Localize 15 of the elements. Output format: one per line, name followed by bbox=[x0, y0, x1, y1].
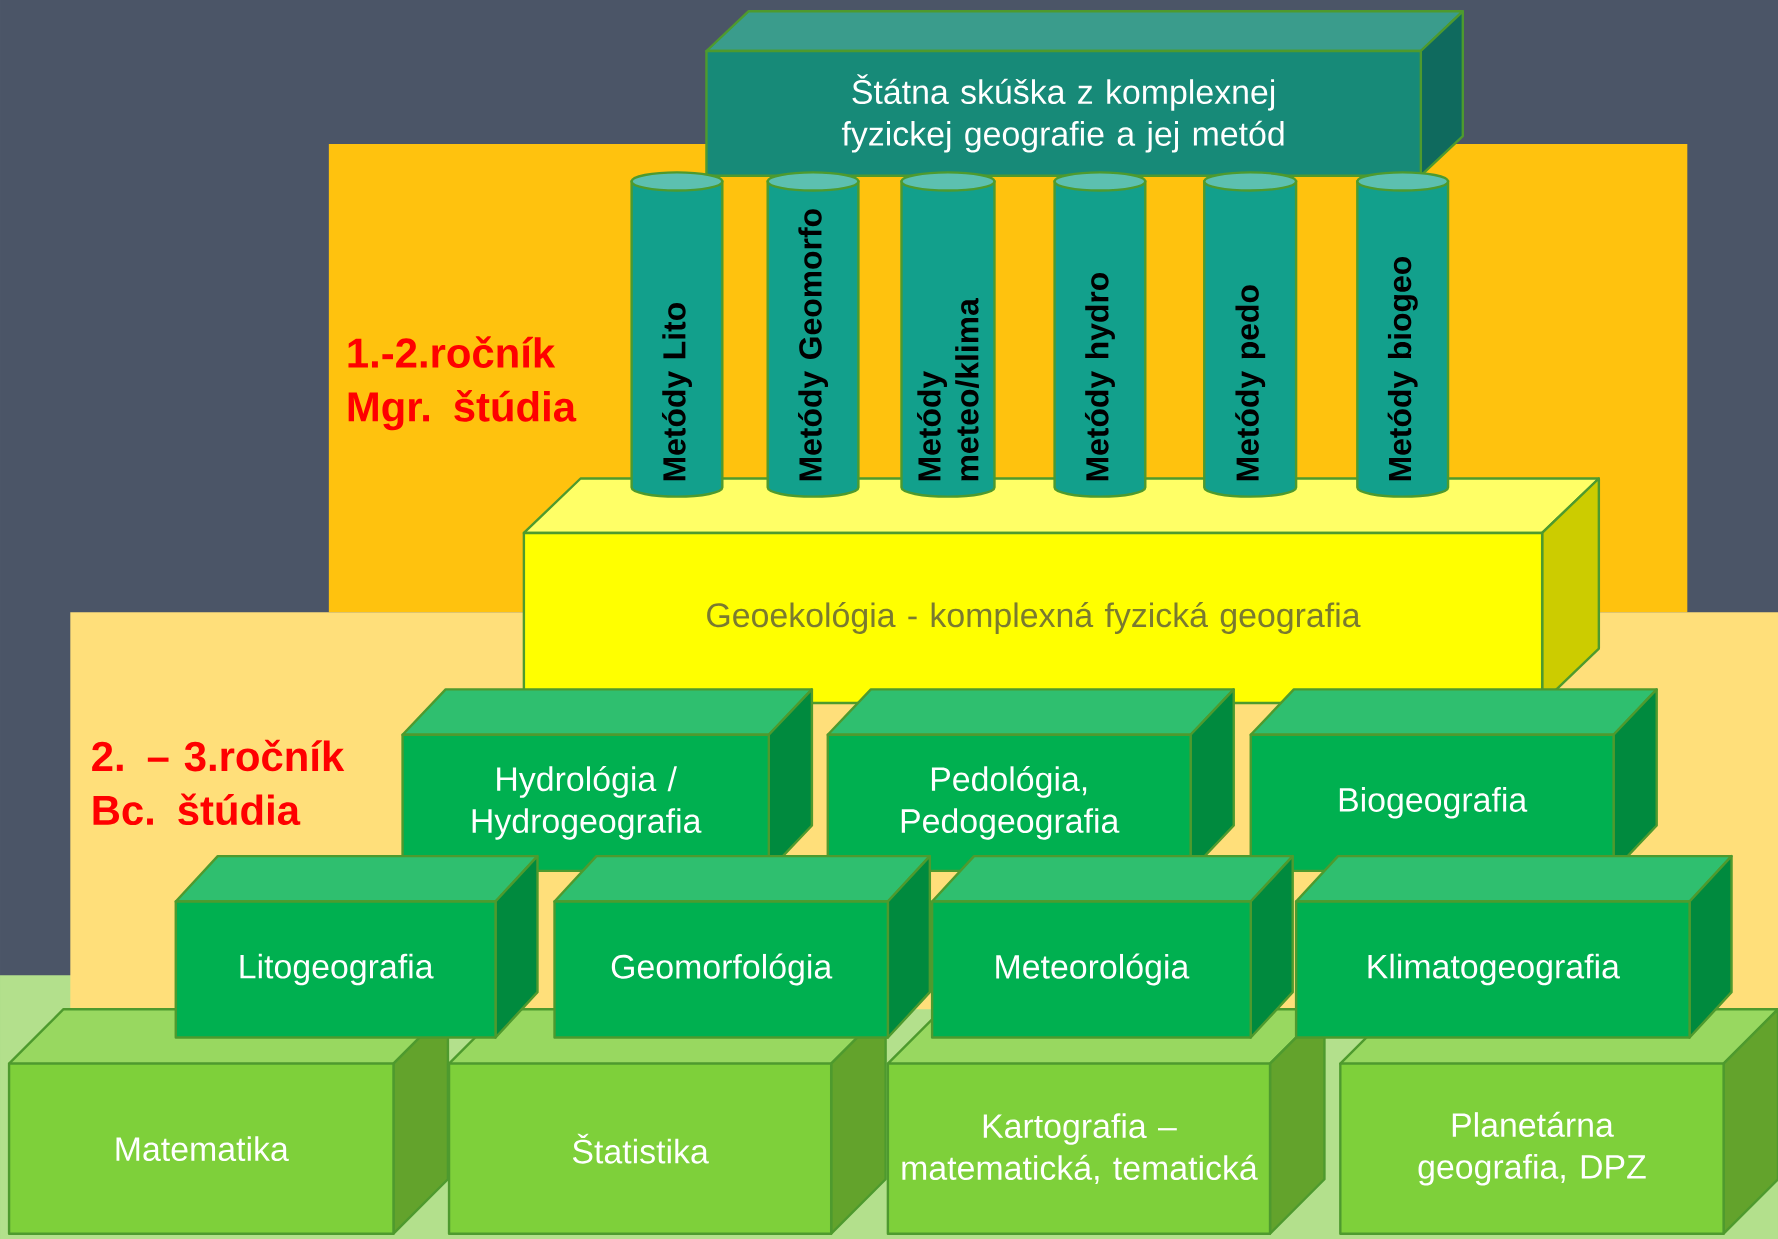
block-3d: Pedológia, Pedogeografia bbox=[826, 688, 1235, 872]
block-3d: Hydrológia / Hydrogeografia bbox=[401, 688, 814, 872]
cylinder-pillar: Metódy Lito bbox=[630, 170, 724, 498]
cylinder-pillar: Metódy hydro bbox=[1053, 170, 1147, 498]
block-3d: Meteorológia bbox=[930, 854, 1294, 1039]
block-3d: Štátna skúška z komplexnej fyzickej geografie a jej metód bbox=[705, 9, 1464, 177]
cylinder-pillar: Metódy biogeo bbox=[1356, 170, 1450, 498]
cylinder-pillar: Metódy Geomorfo bbox=[766, 170, 860, 498]
block-3d: Litogeografia bbox=[174, 854, 539, 1039]
block-3d: Klimatogeografia bbox=[1294, 854, 1733, 1039]
block-3d: Biogeografia bbox=[1249, 688, 1658, 872]
cylinder-pillar: Metódy meteo/klima bbox=[900, 170, 996, 498]
cylinder-pillar: Metódy pedo bbox=[1203, 170, 1298, 498]
block-3d: Matematika bbox=[7, 1007, 450, 1235]
block-3d: Geomorfológia bbox=[553, 854, 932, 1039]
